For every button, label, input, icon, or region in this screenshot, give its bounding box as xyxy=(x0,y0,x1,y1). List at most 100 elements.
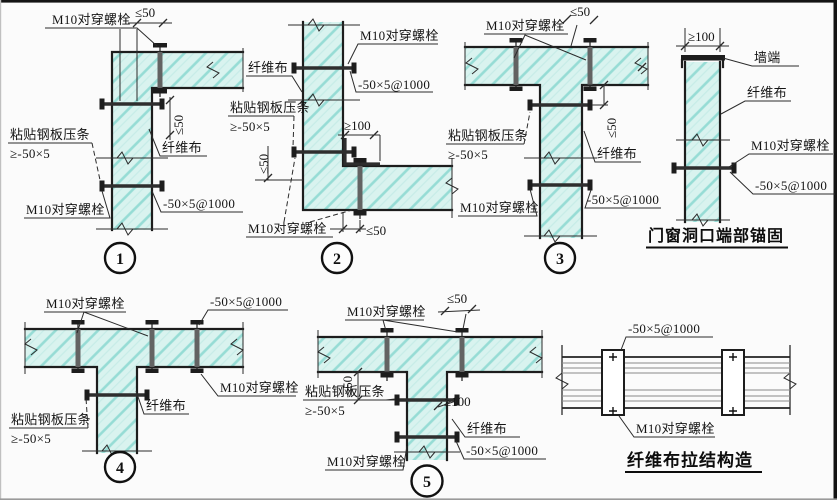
detail-5-tee: ≤50 ≤50 ≥100 M10对穿螺栓 粘贴钢板压条 ≥-50×5 xyxy=(303,291,546,498)
callout-m10-top: M10对穿螺栓 xyxy=(44,296,149,337)
label-plate-spec: -50×5@1000 xyxy=(358,77,430,92)
dimension-ge100: ≥100 xyxy=(433,394,471,411)
callout-m10-bottom: M10对穿螺栓 xyxy=(458,188,539,217)
label-wall-end: 墙端 xyxy=(754,50,781,65)
dim-le50: ≤50 xyxy=(447,291,467,306)
sheet-border-bottom xyxy=(0,498,837,500)
detail-1-corner: ≤50 ≤50 M10对穿螺栓 粘贴钢板压条 ≥-50×5 纤维布 -50×5@… xyxy=(8,5,245,275)
label-steel-strip: 粘贴钢板压条 xyxy=(230,100,310,115)
callout-fiber-cloth: 纤维布 xyxy=(135,390,189,415)
dimension-le50-top: ≤50 xyxy=(128,5,172,28)
wall-end-cap-plate xyxy=(681,55,725,61)
callout-steel-strip: 粘贴钢板压条 ≥-50×5 xyxy=(9,397,91,446)
callout-m10-top: M10对穿螺栓 xyxy=(345,304,459,333)
dim-le50: ≤50 xyxy=(366,223,386,238)
label-m10-bolt: M10对穿螺栓 xyxy=(52,12,131,27)
dim-le50-vertical: ≤50 xyxy=(340,376,355,396)
callout-plate-spec: -50×5@1000 xyxy=(198,294,288,326)
label-m10-bolt: M10对穿螺栓 xyxy=(248,221,327,236)
label-m10-bolt: M10对穿螺栓 xyxy=(636,421,715,436)
label-m10-bolt: M10对穿螺栓 xyxy=(460,200,539,215)
callout-steel-strip: 粘贴钢板压条 ≥-50×5 xyxy=(446,111,531,162)
sheet-border-right xyxy=(833,0,837,500)
dim-le50-vertical: ≤50 xyxy=(256,154,271,174)
label-steel-strip: 粘贴钢板压条 xyxy=(11,412,91,427)
label-steel-strip: 粘贴钢板压条 xyxy=(10,127,90,142)
label-steel-strip: 粘贴钢板压条 xyxy=(305,384,385,399)
detail-fiber-tie: -50×5@1000 M10对穿螺栓 纤维布拉结构造 xyxy=(555,321,797,473)
wall-section xyxy=(25,329,243,453)
label-steel-strip-spec: ≥-50×5 xyxy=(305,403,345,418)
callout-fiber-cloth: 纤维布 xyxy=(583,130,641,163)
label-fiber-cloth: 纤维布 xyxy=(467,421,507,436)
detail-door-window-anchor: ≥100 墙端 纤维布 M10对穿螺栓 -50×5@1000 门窗洞口端部锚固 xyxy=(646,28,835,249)
callout-m10-bottom: M10对穿螺栓 xyxy=(325,445,408,471)
callout-plate-spec: -50×5@1000 xyxy=(584,189,661,209)
tie-plate-right xyxy=(721,349,745,416)
wall-section xyxy=(465,47,648,238)
label-fiber-cloth: 纤维布 xyxy=(597,146,637,161)
label-fiber-cloth: 纤维布 xyxy=(162,140,202,155)
dimension-le50-bottom: ≤50 xyxy=(330,212,386,238)
callout-steel-strip: 粘贴钢板压条 ≥-50×5 xyxy=(228,100,310,148)
through-bolt xyxy=(153,43,167,97)
label-m10-bolt: M10对穿螺栓 xyxy=(751,138,830,153)
label-plate-spec: -50×5@1000 xyxy=(210,294,282,309)
wall-section xyxy=(303,22,452,210)
dimension-ge100: ≥100 xyxy=(338,118,381,161)
callout-m10-top: M10对穿螺栓 xyxy=(45,12,158,101)
through-bolt xyxy=(380,328,469,381)
label-m10-bolt: M10对穿螺栓 xyxy=(46,296,125,311)
dimension-le50-top: ≤50 xyxy=(437,291,481,330)
callout-m10: M10对穿螺栓 xyxy=(728,138,833,168)
svg-text:3: 3 xyxy=(556,251,564,268)
detail-number-5: 5 xyxy=(410,464,444,498)
callout-plate-spec: -50×5@1000 xyxy=(349,70,433,93)
callout-m10-top: M10对穿螺栓 xyxy=(347,28,438,65)
svg-text:门窗洞口端部锚固: 门窗洞口端部锚固 xyxy=(648,226,784,245)
dim-le50-vertical: ≤50 xyxy=(171,115,186,135)
label-m10-bolt: M10对穿螺栓 xyxy=(347,304,426,319)
sheet-border-top xyxy=(0,0,837,3)
callout-m10-bottom: M10对穿螺栓 xyxy=(246,157,353,238)
callout-fiber-cloth: 纤维布 xyxy=(148,128,207,157)
label-plate-spec: -50×5@1000 xyxy=(755,178,827,193)
svg-text:1: 1 xyxy=(116,251,124,268)
label-steel-strip-spec: ≥-50×5 xyxy=(230,119,270,134)
dim-ge100: ≥100 xyxy=(444,394,471,409)
bent-steel-plate xyxy=(343,138,380,166)
label-plate-spec: -50×5@1000 xyxy=(466,443,538,458)
dimension-le50-side: ≤50 xyxy=(584,80,619,138)
callout-plate-spec: -50×5@1000 xyxy=(455,440,546,460)
detail-3-tee: ≤50 ≤50 M10对穿螺栓 粘贴钢板压条 ≥-50×5 纤维布 M10 xyxy=(446,4,661,275)
callout-m10: M10对穿螺栓 xyxy=(618,415,715,438)
detail-number-2: 2 xyxy=(320,241,354,275)
label-m10-bolt: M10对穿螺栓 xyxy=(327,454,406,469)
dimension-le50-top: ≤50 xyxy=(562,4,599,47)
svg-text:4: 4 xyxy=(116,460,124,477)
label-fiber-cloth: 纤维布 xyxy=(248,60,288,75)
fiber-cloth-band xyxy=(562,356,790,409)
detail-2-corner: ≥100 ≤50 ≤50 纤维布 M10对穿螺栓 -50×5@1000 xyxy=(228,18,459,275)
sheet-border-left xyxy=(0,0,2,500)
label-m10-bolt: M10对穿螺栓 xyxy=(26,202,105,217)
dim-le50: ≤50 xyxy=(135,5,155,20)
callout-steel-strip: 粘贴钢板压条 ≥-50×5 xyxy=(303,384,396,418)
dimension-le50-side: ≤50 xyxy=(165,95,186,140)
label-plate-spec: -50×5@1000 xyxy=(587,192,659,207)
label-fiber-cloth: 纤维布 xyxy=(146,398,186,413)
svg-text:纤维布拉结构造: 纤维布拉结构造 xyxy=(627,450,753,470)
detail-4-tee: M10对穿螺栓 -50×5@1000 M10对穿螺栓 纤维布 粘贴钢板压条 ≥-… xyxy=(9,294,299,484)
dim-ge100: ≥100 xyxy=(344,118,371,133)
detail-number-4: 4 xyxy=(103,450,137,484)
label-m10-bolt: M10对穿螺栓 xyxy=(220,380,299,395)
label-m10-bolt: M10对穿螺栓 xyxy=(486,18,565,33)
callout-plate-spec: -50×5@1000 xyxy=(151,190,243,213)
detail-number-3: 3 xyxy=(543,241,577,275)
svg-text:2: 2 xyxy=(333,251,341,268)
label-plate-spec: -50×5@1000 xyxy=(163,196,235,211)
callout-plate-spec: -50×5@1000 xyxy=(729,171,835,195)
callout-wall-end: 墙端 xyxy=(722,50,799,67)
